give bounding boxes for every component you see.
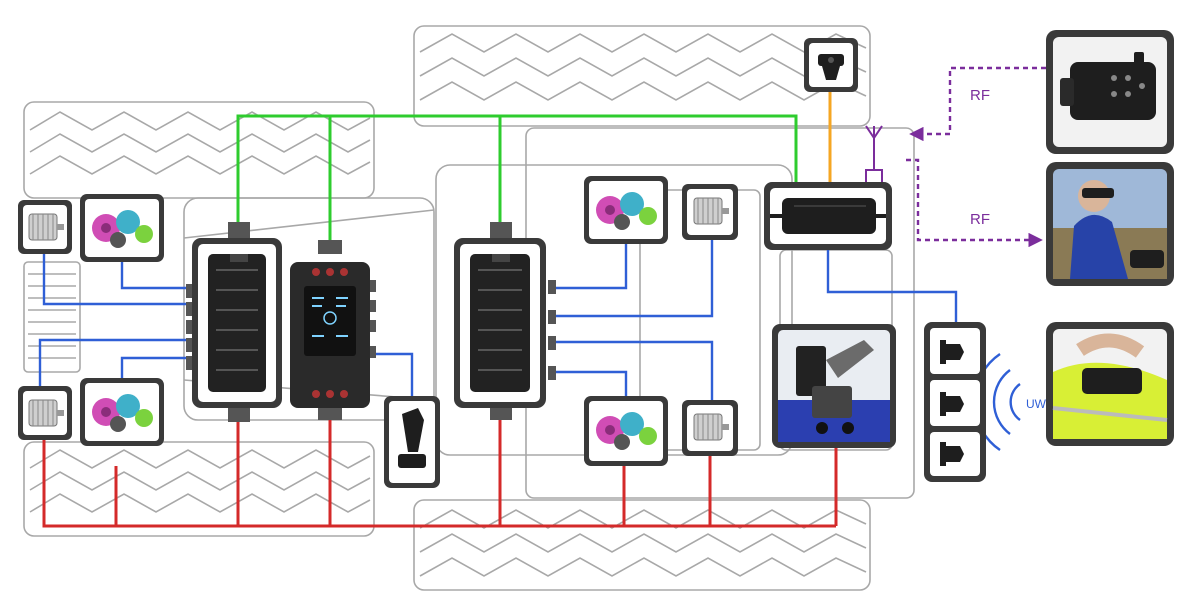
motor-icon: [693, 413, 729, 441]
screen-icon: [304, 268, 356, 398]
motor-icon: [28, 213, 64, 241]
radio-transceiver: [764, 182, 892, 250]
transceiver-icon: [770, 198, 886, 234]
gearbox-center-upper: [584, 176, 668, 244]
operator-goggles: [1046, 162, 1174, 286]
gearbox-icon: [596, 192, 657, 230]
remote-controller-icon: [1060, 52, 1156, 120]
connector-icon: [940, 442, 964, 466]
motor-center-upper: [682, 184, 738, 240]
body-frame-left: [183, 197, 435, 421]
camera-top: [804, 38, 858, 92]
can-bus: [236, 114, 798, 246]
gearbox-icon: [92, 210, 153, 248]
motor-controller-left: [186, 222, 282, 422]
controller-unit-icon: [470, 254, 530, 392]
connector-icon: [940, 340, 964, 364]
connector-stack: [924, 322, 986, 482]
camera-icon: [818, 54, 844, 80]
motor-controller-center: [454, 222, 556, 420]
gearbox-left-upper: [80, 194, 164, 262]
gearbox-icon: [596, 412, 657, 450]
manipulator-icon: [778, 340, 890, 442]
motor-left-lower: [18, 386, 72, 440]
signal-lines: [38, 238, 958, 402]
gearbox-left-lower: [80, 378, 164, 446]
motor-left-upper: [18, 200, 72, 254]
rf-label-bottom: RF: [970, 211, 990, 228]
manipulator-unit: [772, 324, 896, 448]
rf-links: [906, 66, 1046, 248]
remote-controller: [1046, 30, 1174, 154]
track-left-lower: [23, 441, 375, 537]
wearable-icon: [1052, 333, 1168, 439]
joystick-icon: [398, 408, 426, 468]
track-right-upper: [413, 25, 871, 127]
rf-label-top: RF: [970, 87, 990, 104]
track-right-lower: [413, 499, 871, 591]
joystick: [384, 396, 440, 488]
motor-icon: [28, 399, 64, 427]
connector-icon: [940, 392, 964, 416]
uw-label: UW: [1026, 397, 1047, 411]
axle-left: [23, 261, 81, 373]
motor-icon: [693, 197, 729, 225]
controller-unit-icon: [208, 254, 266, 392]
operator-icon: [1053, 180, 1167, 279]
ecu-display-module: [290, 240, 376, 420]
wearable-unit: [1046, 322, 1174, 446]
antenna-icon: [865, 125, 883, 187]
gearbox-center-lower: [584, 396, 668, 466]
power-bus: [42, 404, 838, 528]
motor-center-lower: [682, 400, 738, 456]
gearbox-icon: [92, 394, 153, 432]
